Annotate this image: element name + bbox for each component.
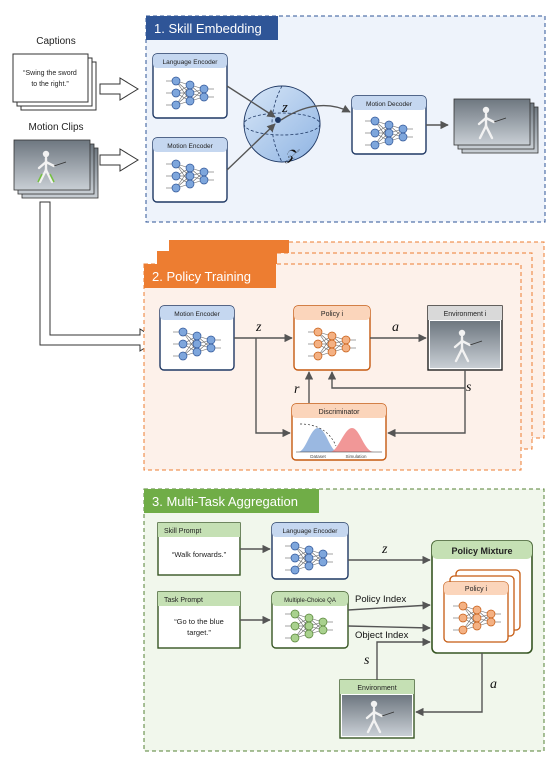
- discriminator-block: Discriminator Dataset Simulation: [291, 403, 387, 461]
- section-3-title: 3. Multi-Task Aggregation: [152, 494, 298, 509]
- skill-prompt-block: Skill Prompt “Walk forwards.”: [157, 522, 241, 576]
- skill-prompt-title: Skill Prompt: [164, 528, 201, 535]
- object-index-label: Object Index: [355, 630, 409, 641]
- policy-block: Policy i: [293, 305, 371, 371]
- mcqa-label: Multiple-Choice QA: [284, 598, 336, 604]
- multitask-z-label: z: [381, 542, 388, 557]
- policy-motion-encoder-label: Motion Encoder: [174, 311, 220, 318]
- skill-embedding-section: 1. Skill Embedding Language Encoder Moti…: [145, 15, 546, 223]
- multitask-environment-block: Environment: [339, 679, 415, 739]
- latent-z-label: z: [281, 100, 288, 116]
- dataset-label: Dataset: [310, 454, 326, 459]
- captions-label: Captions: [36, 36, 75, 47]
- language-encoder-block: Language Encoder: [152, 53, 228, 119]
- clips-to-policy-arrow-icon: [39, 201, 158, 352]
- simulation-distribution: [330, 428, 374, 452]
- policy-label: Policy i: [321, 311, 344, 318]
- task-prompt-title: Task Prompt: [164, 597, 203, 604]
- skill-prompt-text: “Walk forwards.”: [172, 550, 227, 559]
- multitask-a-label: a: [490, 677, 497, 692]
- policy-training-section: 2. Policy Training Motion Encoder z Poli…: [143, 240, 545, 471]
- environment-label: Environment i: [444, 311, 487, 318]
- motion-clips-input: Motion Clips: [13, 122, 99, 199]
- multitask-environment-label: Environment: [357, 685, 396, 692]
- task-prompt-text-line-2: target.”: [187, 628, 211, 637]
- mcqa-block: Multiple-Choice QA: [271, 591, 349, 649]
- language-encoder-label: Language Encoder: [163, 59, 219, 66]
- captions-input: Captions “Swing the sword to the right.”: [12, 36, 97, 111]
- section-1-title: 1. Skill Embedding: [154, 21, 262, 36]
- caption-text-line-2: to the right.”: [31, 81, 69, 88]
- policy-s-label: s: [466, 380, 472, 395]
- policy-r-label: r: [294, 382, 300, 397]
- policy-index-label: Policy Index: [355, 594, 406, 605]
- output-motion-frames: [453, 98, 539, 154]
- discriminator-label: Discriminator: [319, 409, 361, 416]
- task-prompt-text-line-1: “Go to the blue: [174, 617, 224, 626]
- caption-card: [12, 53, 89, 103]
- mixture-policy-label: Policy i: [465, 586, 488, 593]
- policy-z-label: z: [255, 320, 262, 335]
- policy-motion-encoder-block: Motion Encoder: [159, 305, 235, 371]
- caption-text-line-1: “Swing the sword: [23, 70, 77, 77]
- task-prompt-block: Task Prompt “Go to the blue target.”: [157, 591, 241, 649]
- policy-mixture-label: Policy Mixture: [451, 546, 512, 556]
- section-2-title: 2. Policy Training: [152, 269, 251, 284]
- motion-clips-label: Motion Clips: [28, 122, 83, 133]
- motion-decoder-block: Motion Decoder: [351, 95, 427, 155]
- motion-encoder-block: Motion Encoder: [152, 137, 228, 203]
- multitask-language-encoder-block: Language Encoder: [271, 522, 349, 580]
- motion-decoder-label: Motion Decoder: [366, 101, 413, 108]
- multitask-language-encoder-label: Language Encoder: [283, 528, 339, 535]
- motion-encoder-label: Motion Encoder: [167, 143, 213, 150]
- latent-sphere: z 𝒵: [243, 85, 321, 164]
- simulation-label: Simulation: [345, 454, 367, 459]
- dataset-distribution: [298, 428, 338, 452]
- policy-mixture-block: Policy Mixture Policy i: [431, 540, 533, 654]
- multi-task-aggregation-section: 3. Multi-Task Aggregation Skill Prompt “…: [143, 488, 545, 752]
- multitask-s-label: s: [364, 653, 370, 668]
- latent-space-label: 𝒵: [284, 148, 300, 164]
- environment-block: Environment i: [427, 305, 503, 371]
- policy-a-label: a: [392, 320, 399, 335]
- clips-arrow-icon: [99, 148, 139, 172]
- captions-arrow-icon: [99, 77, 139, 101]
- motion-clip-robot-icon: [37, 149, 68, 184]
